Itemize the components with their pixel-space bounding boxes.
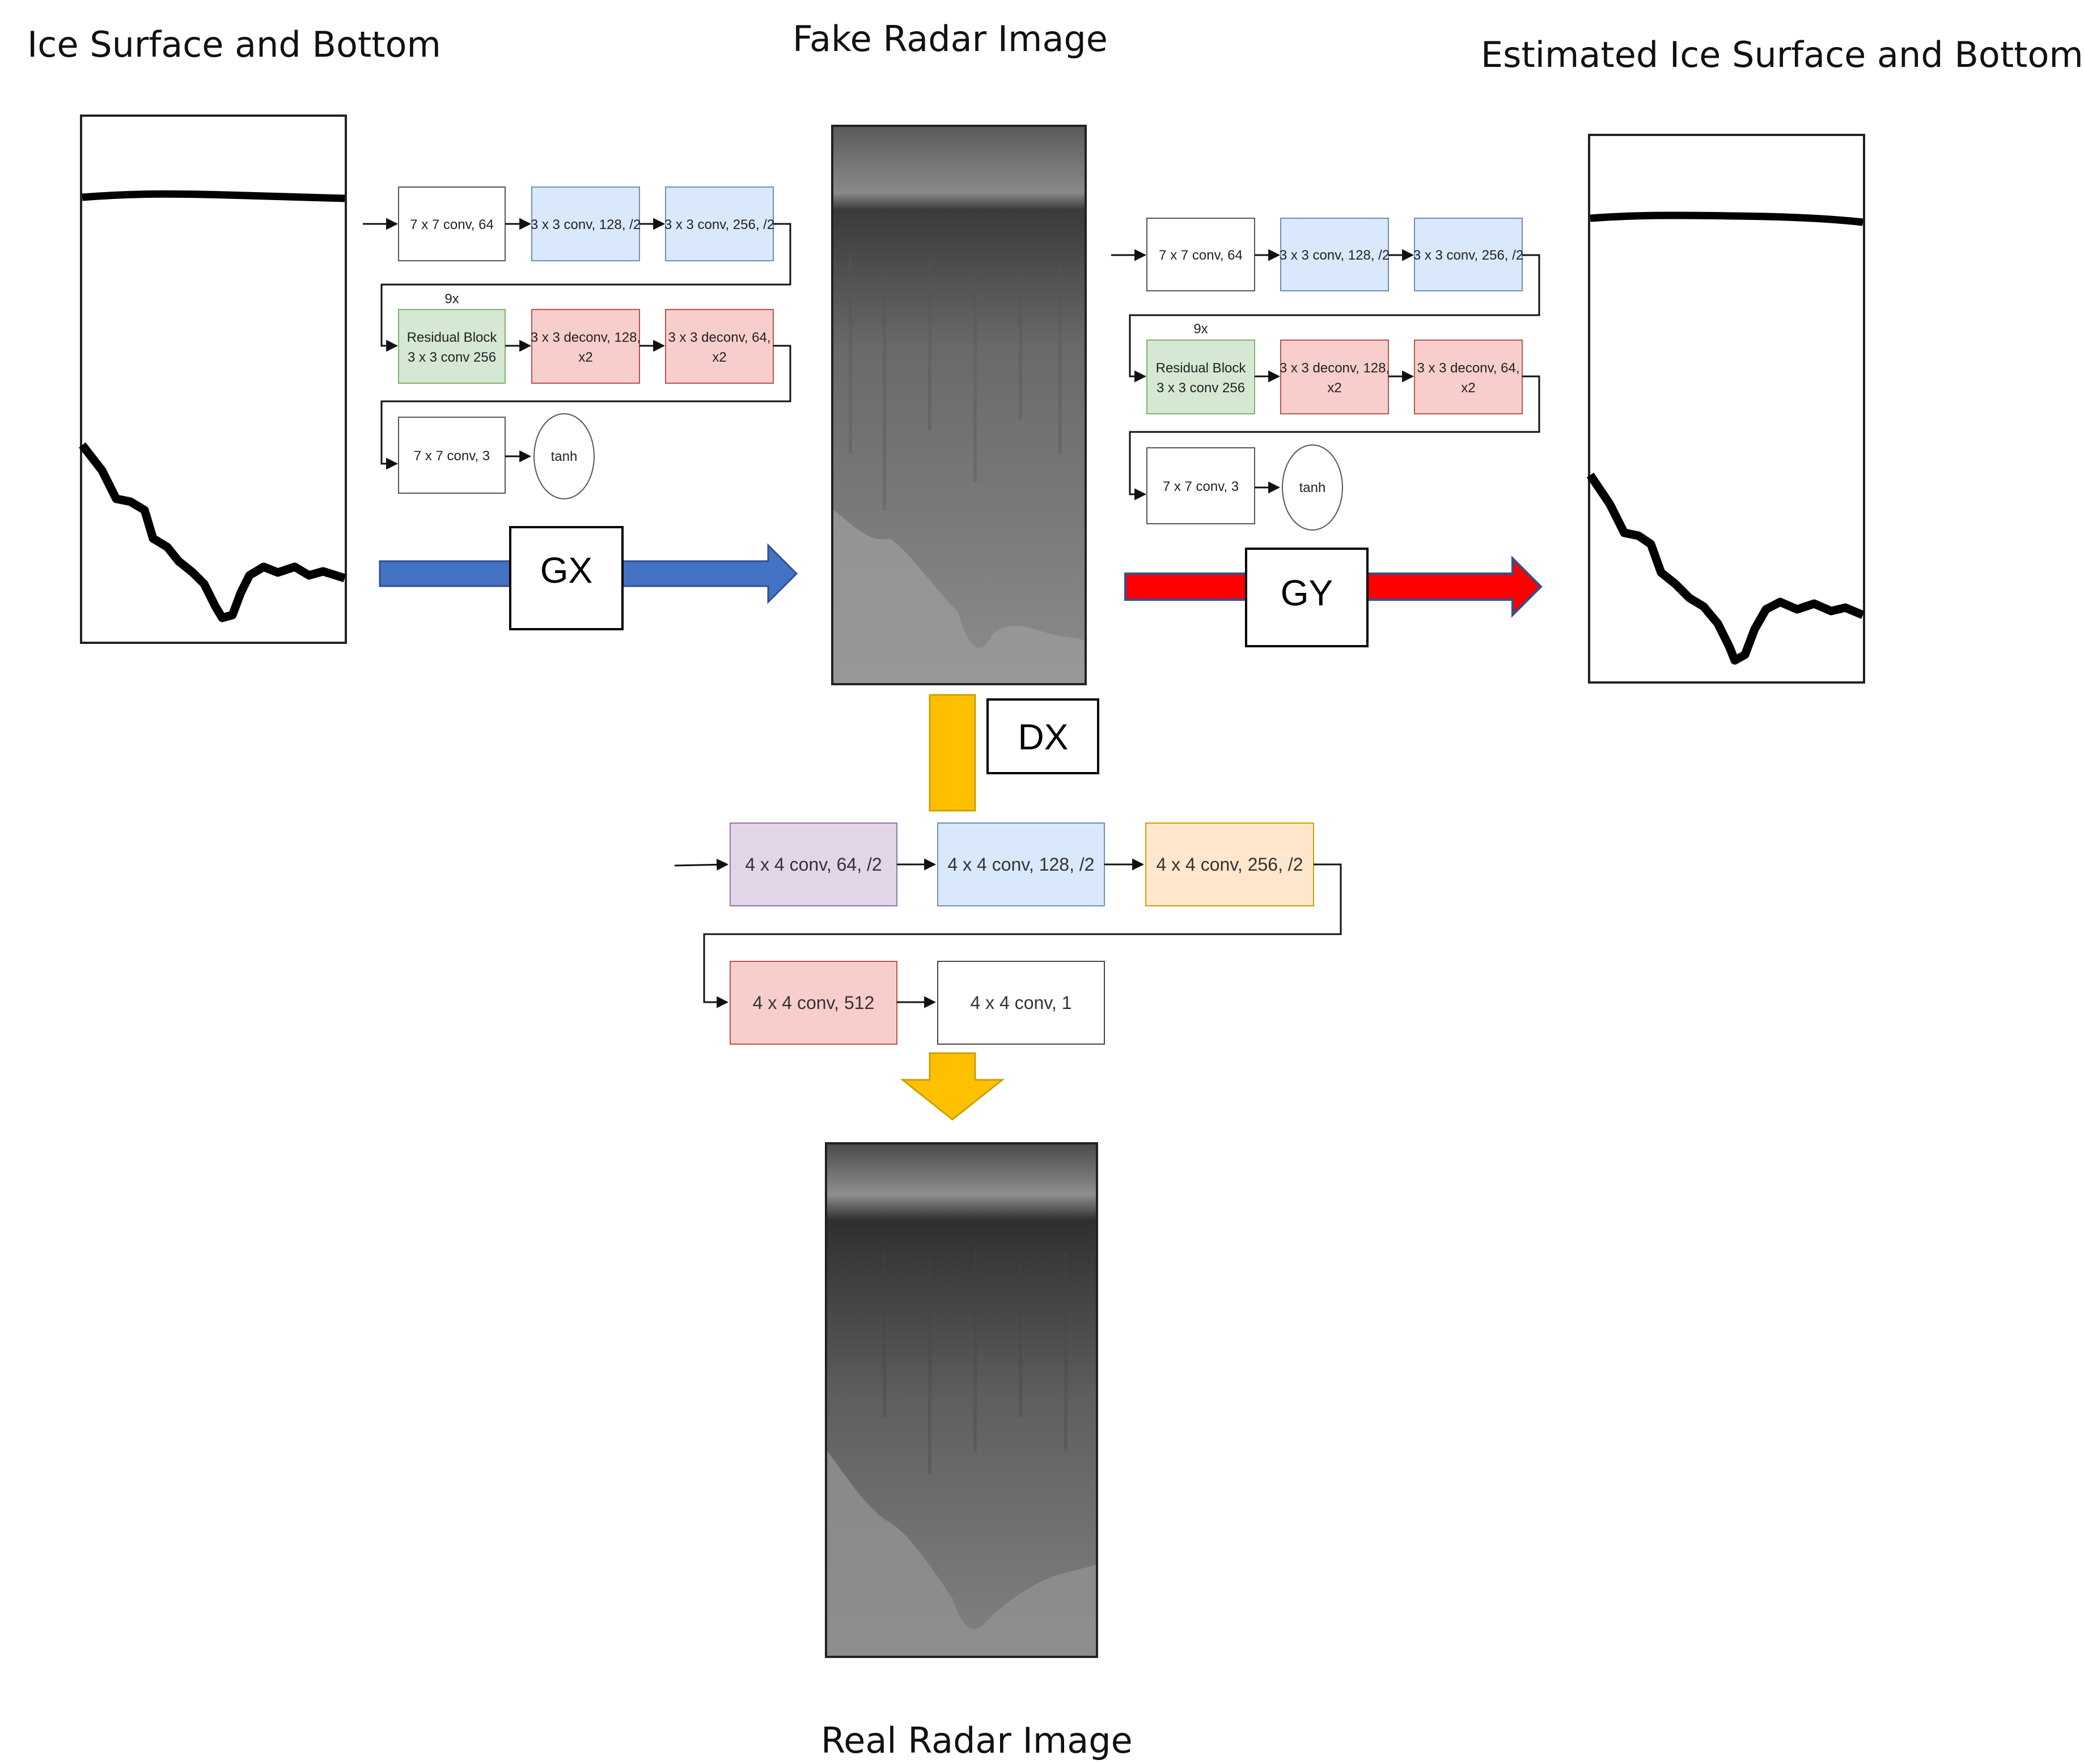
gx-block-4: Residual Block (407, 330, 498, 345)
gx-arrow: GX (379, 526, 798, 630)
dx-block-4: 4 x 4 conv, 512 (753, 993, 875, 1013)
gx-repeat: 9x (444, 291, 459, 307)
gy-block-5: 3 x 3 deconv, 128, (1280, 361, 1390, 376)
generator-gy-blocks: 7 x 7 conv, 64 3 x 3 conv, 128, /2 3 x 3… (1111, 218, 1540, 531)
discriminator-blocks: 4 x 4 conv, 64, /2 4 x 4 conv, 128, /2 4… (674, 822, 1342, 1045)
real-radar-image (825, 1142, 1098, 1658)
gx-label: GX (540, 550, 592, 591)
gy-tanh: tanh (1299, 480, 1326, 495)
gy-block-1: 7 x 7 conv, 64 (1159, 248, 1243, 263)
ice-input-plot (79, 115, 347, 644)
dx-label: DX (1018, 716, 1069, 757)
estimated-bottom-line (1586, 472, 1865, 665)
gy-block-4: Residual Block (1156, 361, 1247, 376)
ice-estimated-plot (1586, 134, 1865, 684)
dx-block-5: 4 x 4 conv, 1 (970, 993, 1071, 1013)
gy-block-2: 3 x 3 conv, 128, /2 (1280, 248, 1390, 263)
gx-block-7: 7 x 7 conv, 3 (414, 448, 490, 464)
gx-block-6b: x2 (712, 350, 726, 365)
estimated-surface-line (1590, 211, 1863, 226)
dx-connector: DX (929, 694, 1099, 812)
ice-surface-line (82, 190, 345, 202)
generator-gx-blocks: 7 x 7 conv, 64 3 x 3 conv, 128, /2 3 x 3… (363, 186, 791, 499)
gx-block-5: 3 x 3 deconv, 128, (531, 330, 641, 345)
gx-block-6: 3 x 3 deconv, 64, (668, 330, 770, 345)
gx-block-5b: x2 (578, 350, 592, 365)
gy-block-7: 7 x 7 conv, 3 (1163, 479, 1239, 494)
gy-block-3: 3 x 3 conv, 256, /2 (1413, 248, 1523, 263)
title-ice-input: Ice Surface and Bottom (27, 24, 441, 65)
gy-repeat: 9x (1193, 321, 1208, 337)
title-fake-radar: Fake Radar Image (793, 18, 1108, 60)
gx-block-3: 3 x 3 conv, 256, /2 (664, 217, 774, 232)
gy-arrow: GY (1124, 548, 1543, 647)
title-estimated: Estimated Ice Surface and Bottom (1481, 34, 2083, 75)
fake-radar-image (831, 125, 1087, 685)
dx-down-arrow (900, 1052, 1005, 1121)
dx-block-1: 4 x 4 conv, 64, /2 (745, 854, 882, 875)
gy-block-4b: 3 x 3 conv 256 (1157, 380, 1245, 396)
gy-block-6b: x2 (1461, 380, 1475, 396)
dx-block-3: 4 x 4 conv, 256, /2 (1156, 854, 1303, 875)
gx-tanh: tanh (551, 449, 578, 464)
gx-block-1: 7 x 7 conv, 64 (410, 217, 494, 232)
gy-label: GY (1281, 573, 1333, 613)
dx-block-2: 4 x 4 conv, 128, /2 (947, 854, 1094, 875)
gy-block-5b: x2 (1327, 380, 1341, 396)
gx-block-4b: 3 x 3 conv 256 (408, 350, 496, 365)
title-real-radar: Real Radar Image (821, 1720, 1133, 1761)
gy-block-6: 3 x 3 deconv, 64, (1417, 361, 1519, 376)
ice-bottom-line (79, 442, 346, 622)
gx-block-2: 3 x 3 conv, 128, /2 (531, 217, 641, 232)
